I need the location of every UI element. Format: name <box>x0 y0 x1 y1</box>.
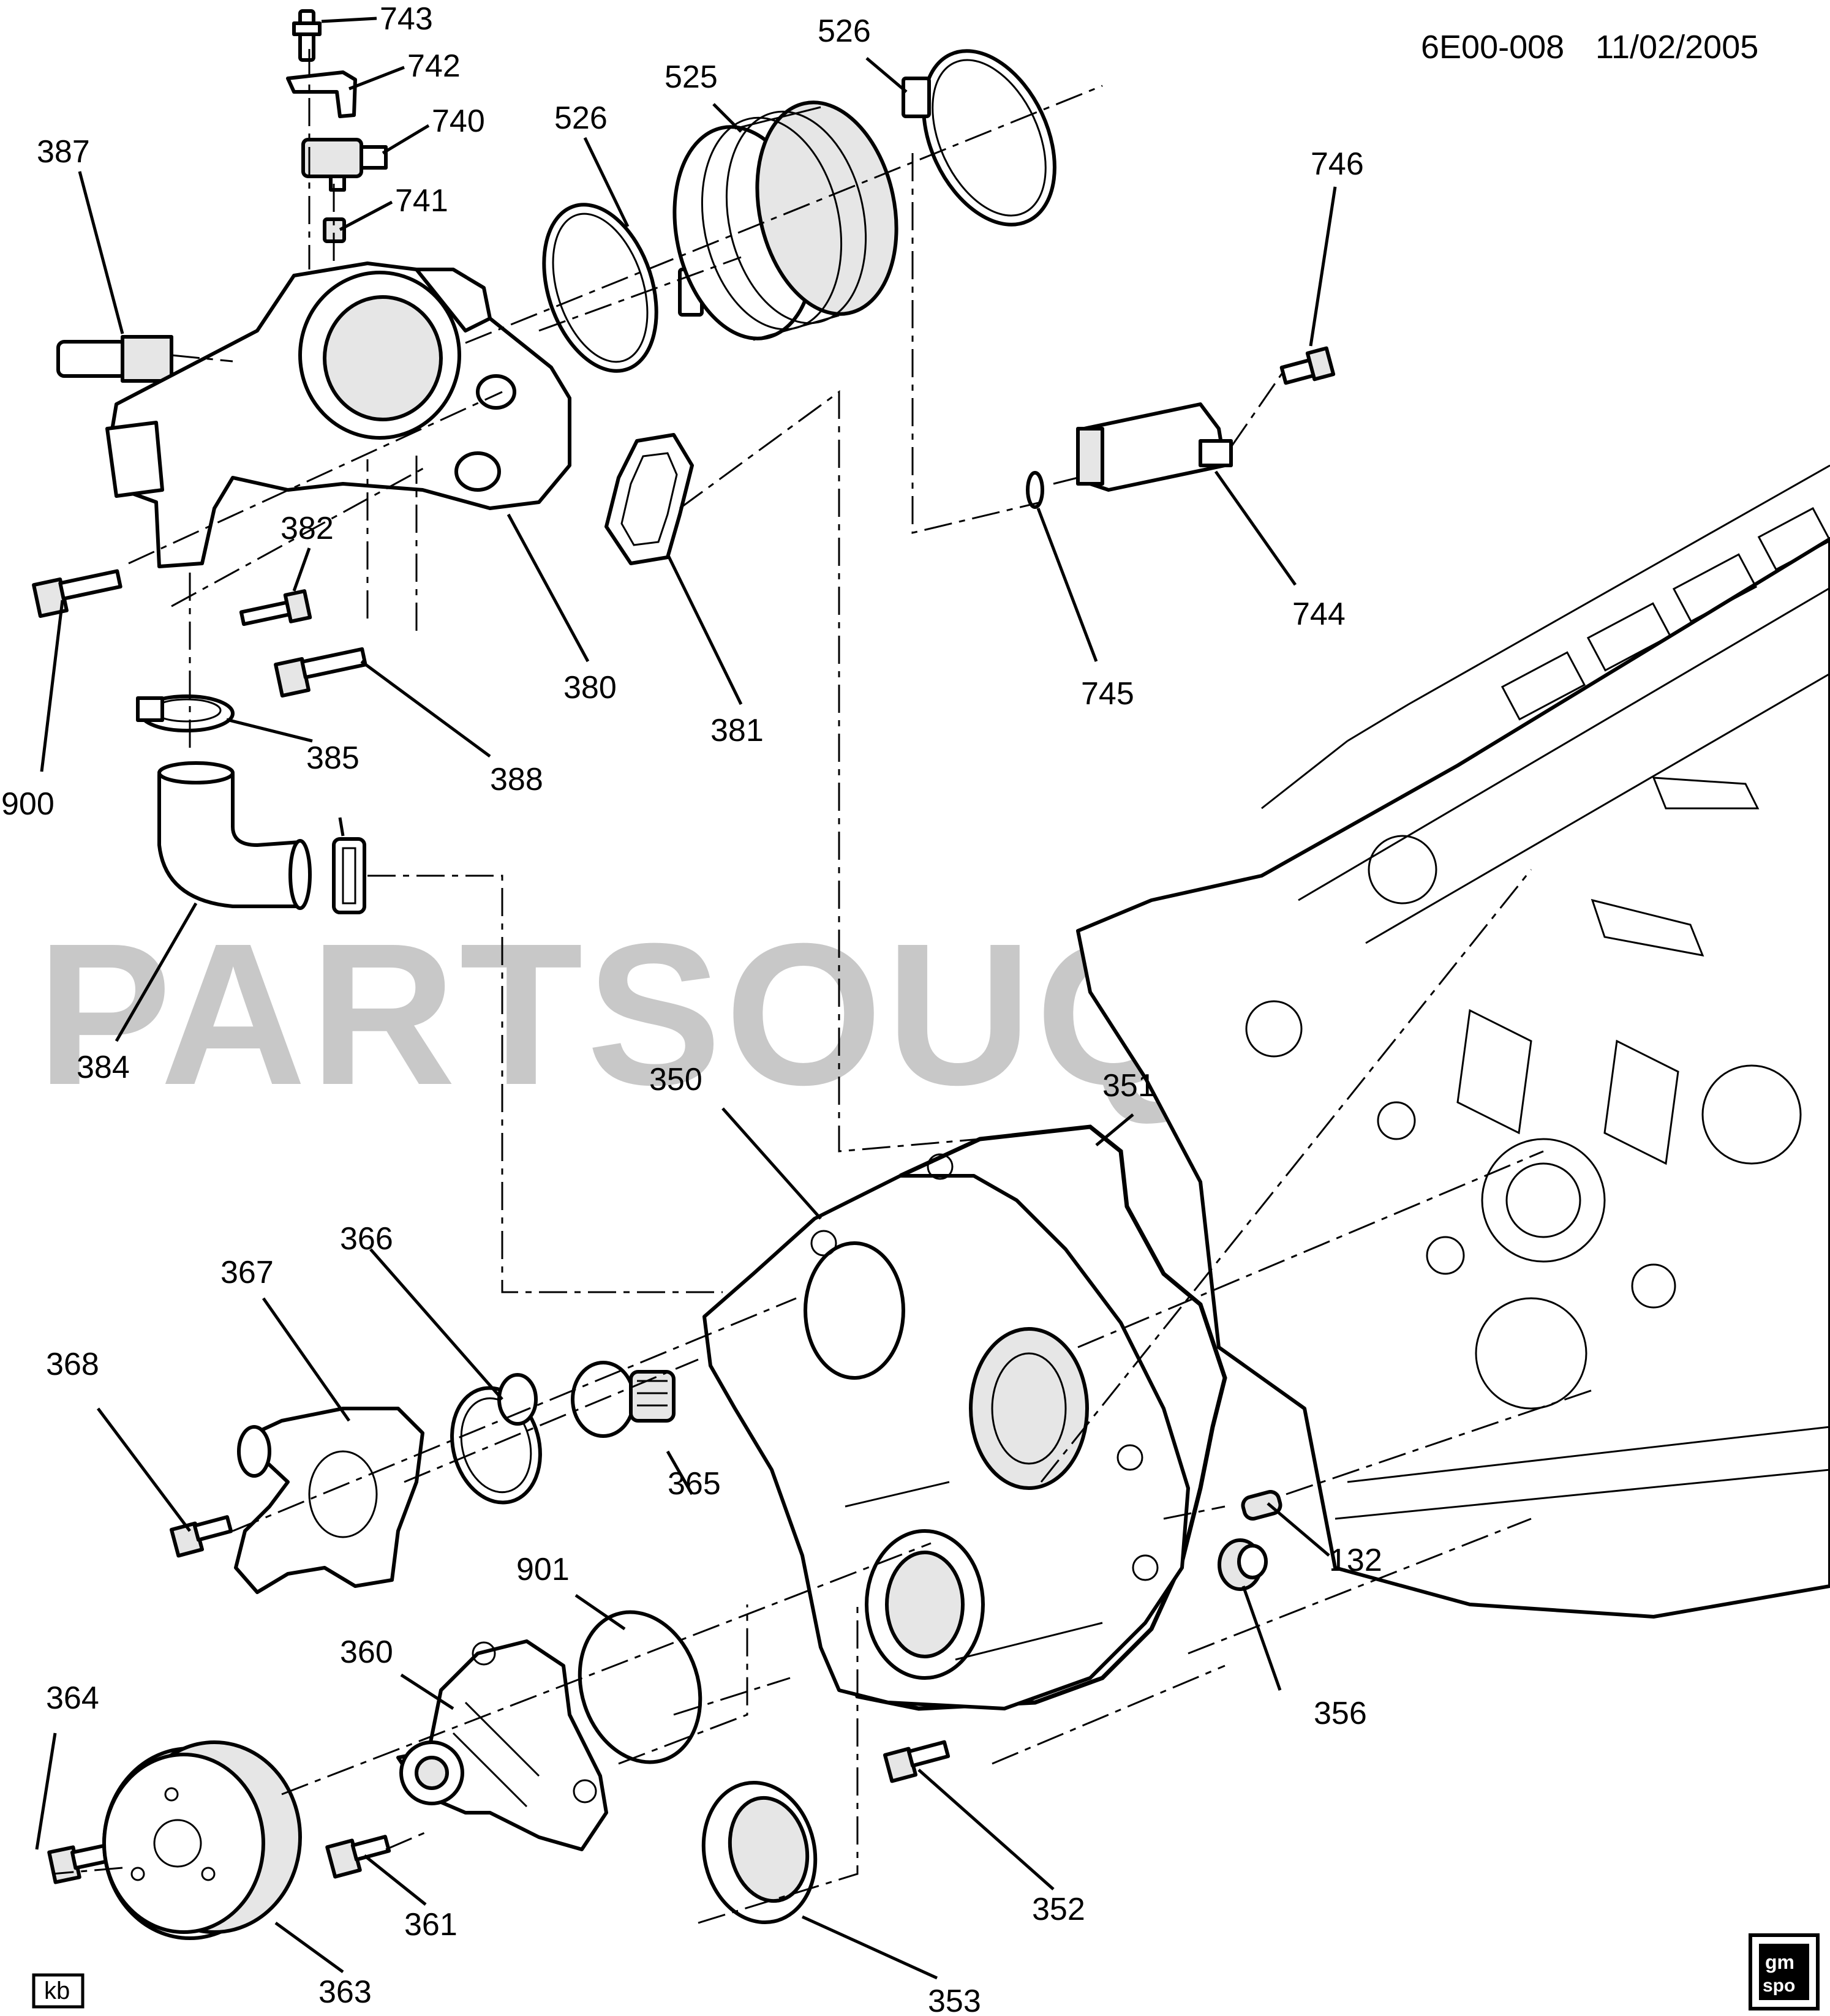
part-742-bracket[interactable] <box>286 70 357 118</box>
part-385-clamp-2[interactable] <box>332 837 366 914</box>
label-744: 744 <box>1292 596 1346 632</box>
label-380: 380 <box>563 670 617 705</box>
label-367: 367 <box>220 1255 274 1290</box>
label-741: 741 <box>395 183 448 219</box>
part-360-water-pump[interactable] <box>396 1639 608 1851</box>
part-744-valve[interactable] <box>1076 402 1233 492</box>
part-381-gasket[interactable] <box>604 433 694 565</box>
part-367-thermostat-housing[interactable] <box>234 1407 424 1594</box>
part-388-bolt[interactable] <box>274 647 367 698</box>
part-901-o-ring[interactable] <box>561 1597 719 1778</box>
engine-block <box>1076 464 1830 1619</box>
label-382: 382 <box>281 511 334 546</box>
label-352: 352 <box>1032 1892 1085 1927</box>
label-525: 525 <box>665 59 718 95</box>
label-384: 384 <box>77 1050 130 1085</box>
part-132-dowel[interactable] <box>1241 1489 1282 1521</box>
label-361: 361 <box>404 1907 457 1943</box>
part-740-sensor[interactable] <box>301 138 388 192</box>
part-525-coupling[interactable] <box>656 89 915 352</box>
part-526-clamp-right[interactable] <box>898 30 1081 246</box>
svg-text:gm: gm <box>1765 1951 1794 1973</box>
part-353-seal[interactable] <box>691 1772 828 1933</box>
label-388: 388 <box>490 762 543 797</box>
part-365-thermostat[interactable] <box>571 1361 676 1438</box>
svg-text:kb: kb <box>44 1977 70 2004</box>
label-356: 356 <box>1314 1696 1367 1731</box>
label-368: 368 <box>46 1347 99 1382</box>
gm-spo-logo: gm spo <box>1749 1933 1820 2010</box>
part-366-seal[interactable] <box>440 1373 552 1513</box>
part-526-clamp-left[interactable] <box>524 190 704 386</box>
label-353: 353 <box>928 1984 981 2016</box>
part-361-bolt[interactable] <box>325 1835 391 1879</box>
label-743: 743 <box>380 1 433 37</box>
label-740: 740 <box>432 103 485 139</box>
label-900: 900 <box>1 786 55 822</box>
leader-lines <box>35 17 1337 1980</box>
label-363: 363 <box>318 1974 372 2010</box>
part-745-o-ring[interactable] <box>1026 471 1044 509</box>
label-901: 901 <box>516 1552 570 1587</box>
label-745: 745 <box>1081 676 1134 712</box>
part-356-grommet[interactable] <box>1218 1538 1268 1591</box>
label-387: 387 <box>37 134 90 170</box>
part-350-front-cover[interactable] <box>702 1153 1190 1710</box>
label-350: 350 <box>649 1062 702 1097</box>
label-742: 742 <box>407 48 461 84</box>
svg-text:spo: spo <box>1763 1976 1795 1996</box>
diagram-date: 11/02/2005 <box>1595 29 1758 66</box>
label-526-left: 526 <box>554 100 608 136</box>
label-365: 365 <box>668 1466 721 1502</box>
part-352-bolt[interactable] <box>883 1740 951 1783</box>
part-380-housing[interactable] <box>105 261 571 568</box>
part-746-bolt[interactable] <box>1279 346 1336 385</box>
part-743-stud[interactable] <box>292 9 322 62</box>
part-384-hose[interactable] <box>157 761 312 910</box>
part-900-bolt[interactable] <box>32 569 122 619</box>
part-labels: 743 742 740 741 387 526 525 526 746 382 … <box>1 1 1382 2016</box>
label-746: 746 <box>1311 146 1364 182</box>
label-385: 385 <box>306 740 360 776</box>
part-385-clamp[interactable] <box>136 694 235 732</box>
label-526-right: 526 <box>818 13 871 49</box>
initials-box: kb <box>32 1973 85 2009</box>
label-132: 132 <box>1329 1543 1382 1578</box>
part-387-fitting[interactable] <box>56 335 173 383</box>
label-360: 360 <box>340 1634 393 1670</box>
part-368-bolt[interactable] <box>169 1515 233 1558</box>
label-364: 364 <box>46 1680 99 1716</box>
label-351: 351 <box>1102 1068 1156 1104</box>
alignment-lines <box>51 49 1593 1924</box>
label-366: 366 <box>340 1221 393 1257</box>
part-363-pulley[interactable] <box>102 1740 302 1940</box>
label-381: 381 <box>710 713 764 748</box>
diagram-code: 6E00-008 <box>1421 29 1564 66</box>
part-382-bolt[interactable] <box>239 589 312 626</box>
